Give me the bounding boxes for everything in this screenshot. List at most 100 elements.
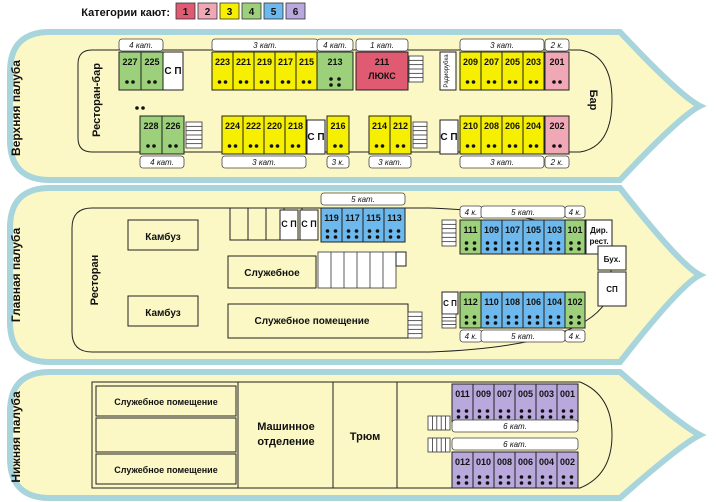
cabin-224[interactable]: 224 — [221, 115, 244, 155]
cabin-113[interactable]: 113 — [383, 207, 406, 243]
cabin-215[interactable]: 215 — [295, 51, 318, 91]
cabin-207[interactable]: 207 — [480, 51, 503, 91]
cabin-number: 003 — [539, 389, 554, 399]
cabin-220[interactable]: 220 — [263, 115, 286, 155]
svg-text:5 кат.: 5 кат. — [511, 332, 535, 341]
upper-deck-outline — [77, 49, 613, 153]
cabin-112[interactable]: 112 — [459, 291, 482, 329]
cabin-002[interactable]: 002 — [556, 451, 579, 489]
berth-dots-icon — [477, 409, 490, 419]
berth-dots-icon — [485, 315, 498, 325]
cabin-223[interactable]: 223 — [211, 51, 234, 91]
cabin-001[interactable]: 001 — [556, 383, 579, 423]
cabin-108[interactable]: 108 — [501, 291, 524, 329]
cabin-109[interactable]: 109 — [480, 219, 503, 255]
cabin-225[interactable]: 225 — [140, 51, 164, 91]
cabin-009[interactable]: 009 — [472, 383, 495, 423]
sp-label: С П — [301, 219, 316, 229]
cabin-number: 227 — [122, 57, 137, 67]
cabin-205[interactable]: 205 — [501, 51, 524, 91]
cabin-number: 102 — [567, 297, 582, 307]
berth-dots-icon — [125, 80, 135, 84]
radio-room — [439, 51, 457, 91]
svg-text:3 кат.: 3 кат. — [490, 158, 514, 167]
category-bracket: 5 кат. — [320, 192, 406, 206]
galley-top — [127, 219, 199, 251]
cabin-204[interactable]: 204 — [522, 115, 545, 155]
cabin-216[interactable]: 216 — [326, 115, 350, 155]
cabin-226[interactable]: 226 — [161, 115, 185, 155]
cabin-201[interactable]: 201 — [544, 51, 570, 91]
cabin-227[interactable]: 227 — [118, 51, 142, 91]
category-bracket: 3 кат. — [459, 38, 545, 52]
svg-text:4: 4 — [249, 7, 255, 18]
cabin-208[interactable]: 208 — [480, 115, 503, 155]
berth-dots-icon — [527, 241, 540, 251]
cabin-105[interactable]: 105 — [522, 219, 545, 255]
cabin-219[interactable]: 219 — [253, 51, 276, 91]
cabin-number: 101 — [567, 225, 582, 235]
cabin-228[interactable]: 228 — [139, 115, 163, 155]
cabin-203[interactable]: 203 — [522, 51, 545, 91]
sp-label: С П — [281, 219, 296, 229]
cabin-number: 117 — [345, 213, 360, 223]
cabin-102[interactable]: 102 — [564, 291, 586, 329]
cabin-218[interactable]: 218 — [284, 115, 307, 155]
cabin-214[interactable]: 214 — [368, 115, 391, 155]
cabin-number: 107 — [505, 225, 520, 235]
cabin-217[interactable]: 217 — [274, 51, 297, 91]
cabin-106[interactable]: 106 — [522, 291, 545, 329]
cabin-206[interactable]: 206 — [501, 115, 524, 155]
stairs-icon — [412, 121, 428, 149]
berth-dots-icon — [280, 80, 291, 84]
cabin-115[interactable]: 115 — [362, 207, 385, 243]
cabin-103[interactable]: 103 — [543, 219, 566, 255]
cabin-221[interactable]: 221 — [232, 51, 255, 91]
cabin-003[interactable]: 003 — [535, 383, 558, 423]
cabin-005[interactable]: 005 — [514, 383, 537, 423]
cabin-012[interactable]: 012 — [451, 451, 474, 489]
cabin-number: 011 — [455, 389, 470, 399]
berth-dots-icon — [485, 241, 498, 251]
cabin-202[interactable]: 202 — [544, 115, 570, 155]
berth-dots-icon — [388, 229, 401, 239]
berth-dots-icon — [269, 144, 280, 148]
cabin-104[interactable]: 104 — [543, 291, 566, 329]
cabin-212[interactable]: 212 — [389, 115, 412, 155]
cabin-number: 110 — [484, 297, 499, 307]
category-bracket: 4 к. — [564, 329, 586, 343]
cabin-number: 204 — [526, 121, 541, 131]
cabin-006[interactable]: 006 — [514, 451, 537, 489]
storage-room — [229, 207, 249, 241]
berth-dots-icon — [569, 315, 581, 325]
cabin-209[interactable]: 209 — [459, 51, 482, 91]
cabin-111[interactable]: 111 — [459, 219, 482, 255]
cabin-number: 205 — [505, 57, 520, 67]
category-bracket: 5 кат. — [480, 329, 566, 343]
cabin-213[interactable]: 213 — [316, 51, 354, 91]
service-room-label: Служебное помещение — [114, 397, 217, 407]
cabin-101[interactable]: 101 — [564, 219, 586, 255]
cabin-117[interactable]: 117 — [341, 207, 364, 243]
cabin-222[interactable]: 222 — [242, 115, 265, 155]
cabin-210[interactable]: 210 — [459, 115, 482, 155]
berth-dots-icon — [325, 229, 338, 239]
stairs-icon — [427, 415, 451, 431]
cabin-008[interactable]: 008 — [493, 451, 516, 489]
cabin-107[interactable]: 107 — [501, 219, 524, 255]
legend-swatch-5: 5 — [263, 2, 284, 20]
berth-dots-icon — [367, 229, 380, 239]
cabin-110[interactable]: 110 — [480, 291, 503, 329]
category-bracket: 3 кат. — [368, 155, 412, 169]
service-sp — [299, 209, 319, 241]
cabin-number: 201 — [549, 57, 564, 67]
berth-dots-icon — [498, 475, 511, 485]
cabin-011[interactable]: 011 — [451, 383, 474, 423]
svg-text:3 кат.: 3 кат. — [252, 158, 276, 167]
cabin-010[interactable]: 010 — [472, 451, 495, 489]
cabin-004[interactable]: 004 — [535, 451, 558, 489]
sp-label: С П — [307, 132, 324, 143]
cabin-007[interactable]: 007 — [493, 383, 516, 423]
cabin-119[interactable]: 119 — [320, 207, 343, 243]
